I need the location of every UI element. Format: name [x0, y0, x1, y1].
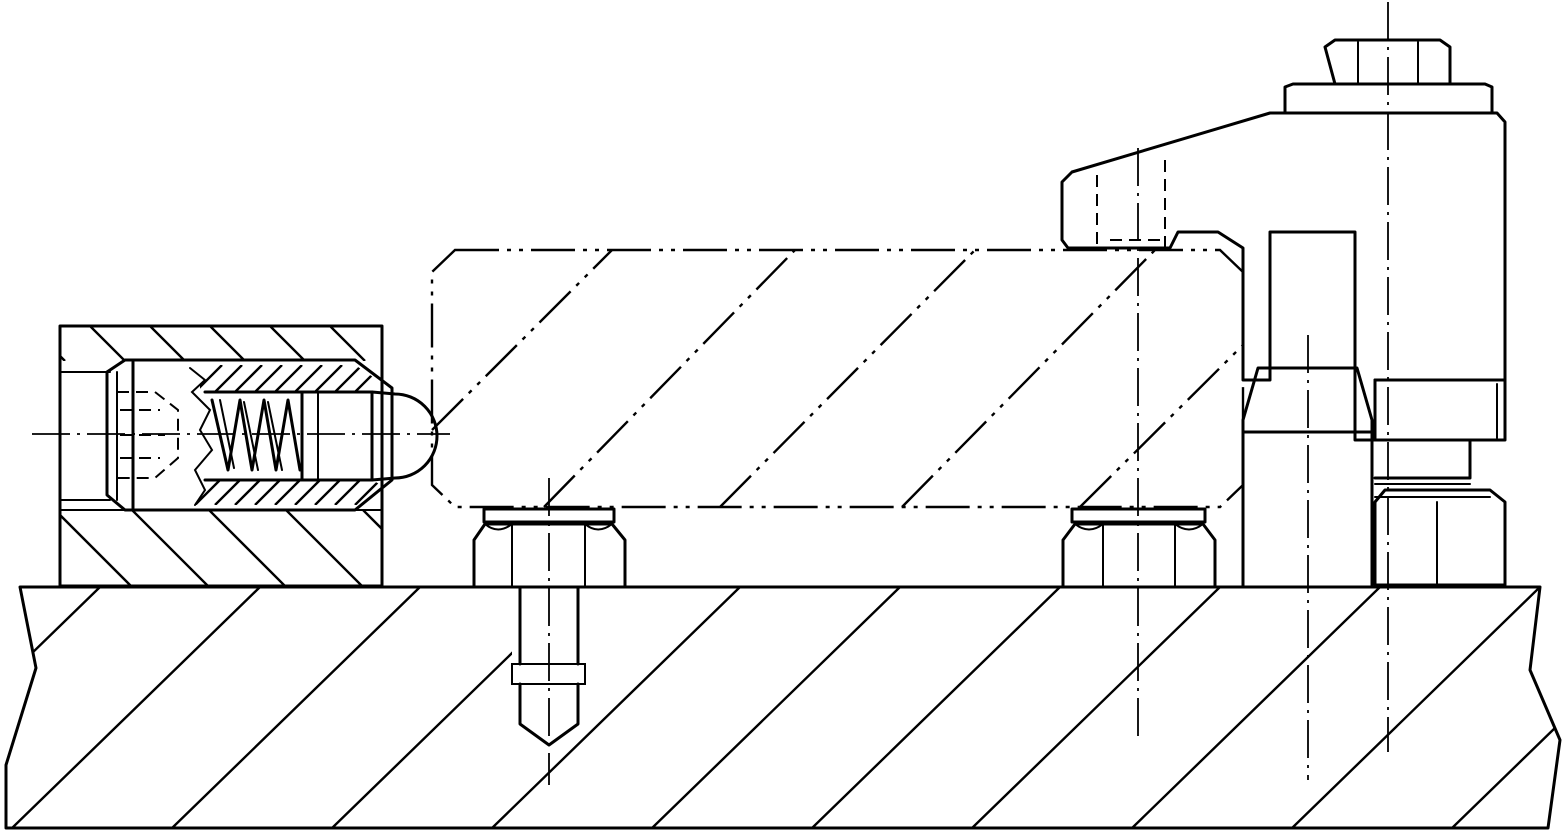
plunger-pin — [300, 390, 374, 482]
spring — [210, 398, 302, 472]
base-plate-hatching — [6, 587, 1560, 828]
base-plate-outline — [4, 585, 1562, 830]
base-plate — [4, 585, 1562, 830]
middle-screw-nut — [1061, 507, 1217, 589]
spring-plunger — [105, 358, 439, 512]
sleeve-hatching-top — [200, 365, 383, 392]
workpiece-outline — [430, 248, 1245, 509]
hex-socket-hidden — [117, 391, 179, 479]
break-line — [189, 367, 214, 506]
clamp-jaw — [1241, 366, 1374, 589]
center-lines — [32, 2, 1389, 785]
housing-outline — [58, 324, 384, 588]
workpiece-phantom-hatching — [431, 249, 1244, 508]
middle-hex-nut — [1061, 522, 1217, 589]
plunger-housing — [58, 324, 384, 588]
workpiece-phantom — [430, 248, 1245, 509]
clamp-assembly — [1060, 38, 1507, 589]
left-washer — [482, 507, 616, 524]
middle-washer — [1070, 507, 1207, 524]
housing-hatching-top — [60, 326, 366, 361]
top-hex-nut — [1323, 38, 1452, 86]
clamp-hex-nut — [1373, 488, 1507, 587]
clamp-spacer — [1373, 438, 1472, 480]
housing-hatching-bottom — [60, 510, 382, 586]
plunger-body — [105, 358, 394, 512]
sleeve-hatching-bottom — [195, 480, 381, 505]
plunger-ball — [370, 390, 439, 482]
